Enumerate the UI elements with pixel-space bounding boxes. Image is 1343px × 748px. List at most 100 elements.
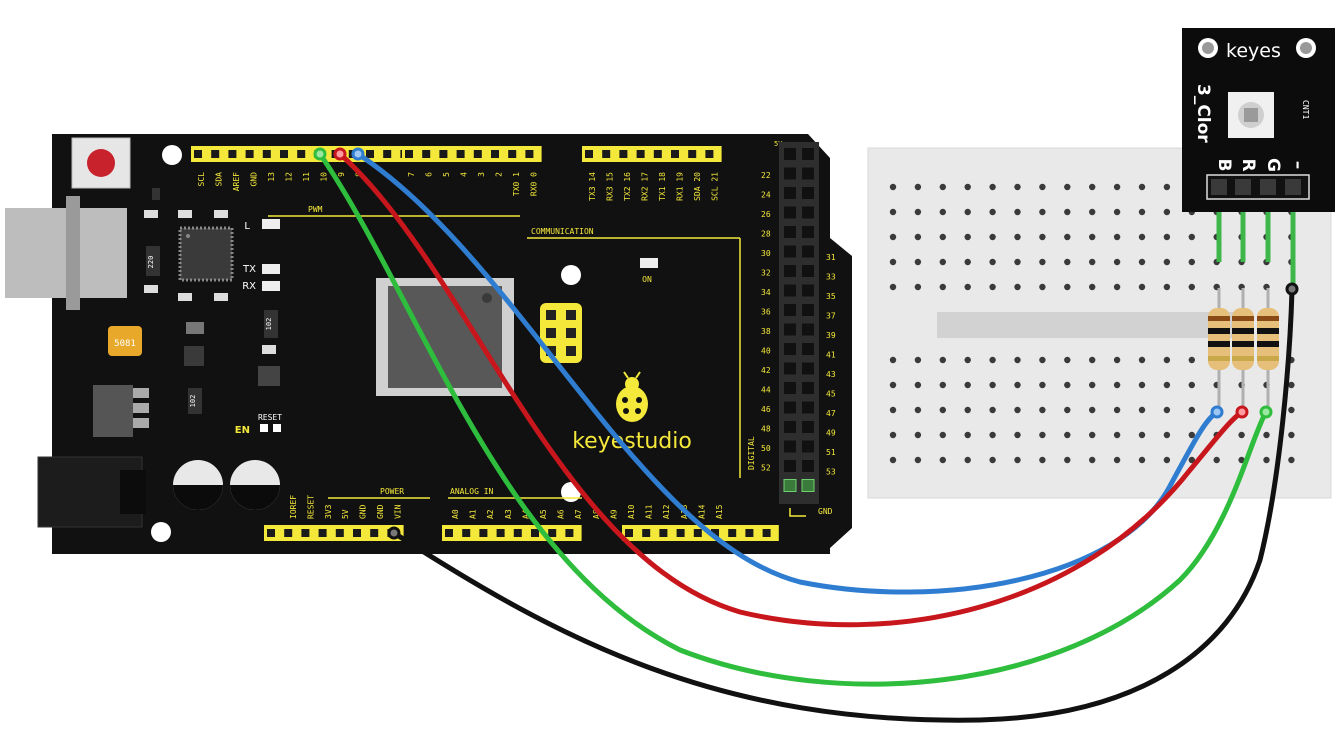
breadboard-hole [914,406,922,414]
breadboard-hole [964,431,971,439]
breadboard-hole [1163,283,1171,291]
breadboard-hole [1188,233,1196,241]
header-pin [711,529,719,537]
pin-label: 50 [761,444,771,453]
breadboard-hole [1014,208,1021,216]
header-pin [280,150,288,158]
gnd-right-label: GND [818,507,833,516]
digital-header-pin [802,401,814,414]
breadboard-hole [1039,233,1046,241]
header-digital [779,142,819,504]
digital-header-pin [784,245,796,258]
pin-label: A11 [645,504,654,519]
breadboard-hole [889,283,897,291]
breadboard-hole [1113,283,1121,291]
digital-header-pin [784,460,796,472]
header-pin [301,529,310,537]
breadboard-hole [1089,283,1096,291]
breadboard-hole [1089,406,1096,414]
breadboard-hole [914,208,922,216]
header-pin [525,150,534,158]
pin-label: 46 [761,405,771,414]
pin-label: A2 [486,509,495,519]
breadboard-hole [1138,208,1146,216]
breadboard-hole [914,431,922,439]
smd-components: 220 102 102 [144,188,280,414]
digital-header-pin [802,284,814,297]
breadboard-hole [964,381,971,389]
breadboard-hole [889,233,897,241]
breadboard-hole [989,431,996,439]
breadboard-hole [1188,258,1196,266]
breadboard-hole [1113,456,1121,464]
pin-label: A9 [609,509,618,519]
digital-header-pin [784,440,796,453]
header-pin [462,529,471,537]
pin-label: A14 [697,504,706,519]
breadboard-hole [1089,233,1096,241]
digital-header-pin [802,245,814,258]
pin-label: 22 [761,171,771,180]
breadboard-hole [1138,381,1146,389]
breadboard-hole [1014,258,1021,266]
breadboard-hole [1064,356,1071,364]
mounting-hole [162,145,182,165]
header-pin [619,150,628,158]
breadboard-hole [1163,431,1171,439]
breadboard-hole [1138,456,1146,464]
pin-label: 3 [477,172,486,177]
pin-label: 49 [826,429,836,438]
breadboard-hole [1039,381,1046,389]
chip-220-label: 220 [147,256,155,269]
pin-label: 37 [826,312,836,321]
module-name: 3_Clor [1193,84,1213,143]
breadboard-hole [914,258,922,266]
pin-label: A3 [504,509,513,519]
breadboard-hole [1113,183,1121,191]
header-pin [366,150,374,158]
breadboard-hole [964,233,971,241]
breadboard-hole [1014,431,1021,439]
red-wire [337,151,1245,628]
header-top-mid [402,146,542,162]
breadboard-hole [989,356,996,364]
pin-label: 12 [285,172,294,182]
breadboard-hole [1188,381,1196,389]
pin-label: A8 [592,509,601,519]
breadboard-hole [1064,258,1071,266]
breadboard-hole [939,381,946,389]
pin-label: A15 [715,504,724,519]
pin-label: TX1 18 [658,172,667,201]
breadboard-hole [1014,456,1021,464]
breadboard-hole [1064,381,1071,389]
header-pin [745,529,754,537]
wire-end-caps [313,147,1299,540]
breadboard-hole [1089,456,1096,464]
pin-label: A0 [451,509,460,519]
header-top-right [582,146,722,162]
breadboard-hole [889,183,897,191]
chip-102b-label: 102 [189,395,197,408]
pin-label: 24 [761,191,771,200]
pin-label: 5V [341,509,350,519]
breadboard-hole [1039,406,1046,414]
pin-label: 43 [826,370,836,379]
breadboard-hole [889,406,897,414]
black-wire [391,287,1295,723]
breadboard-hole [1138,183,1146,191]
module-brand: keyes [1226,40,1281,62]
header-pin [445,529,453,537]
mega-board: 5081 220 102 102 [5,134,852,554]
breadboard-hole [989,283,996,291]
breadboard-hole [939,258,946,266]
digital-header-pin [802,167,814,180]
digital-label: DIGITAL [747,436,756,470]
reset-button[interactable] [71,137,131,189]
breadboard-hole [939,431,946,439]
module-pin [1260,179,1276,195]
pin-label: 6 [425,172,434,177]
breadboard-hole [1089,381,1096,389]
breadboard-hole [989,233,996,241]
header-pin [625,529,633,537]
